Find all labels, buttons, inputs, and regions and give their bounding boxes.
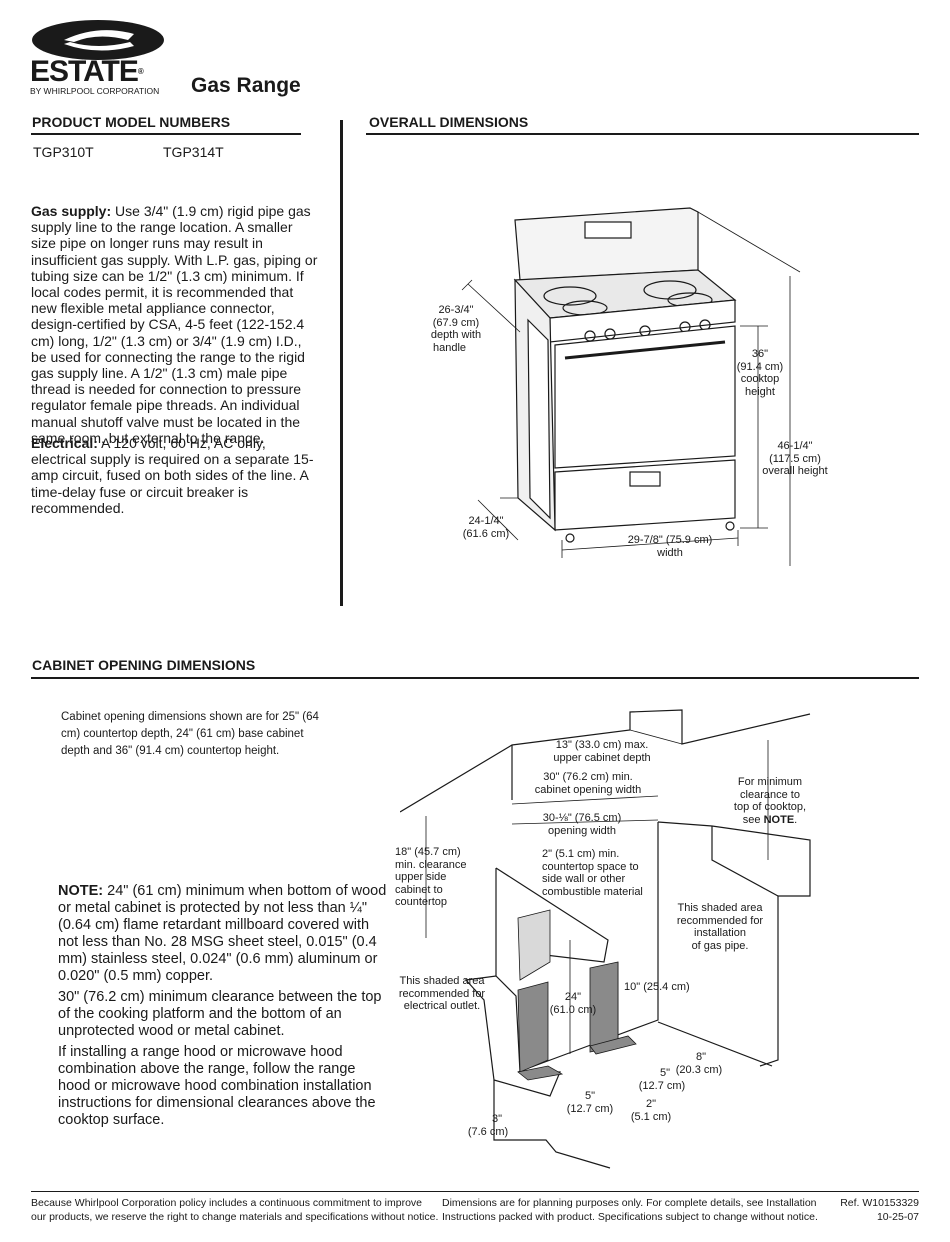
label-upper-depth: 13" (33.0 cm) max.upper cabinet depth [553,739,651,764]
label-5-depth-right: 5"(12.7 cm) [638,1067,686,1092]
label-overall-height: 46-1/4"(117.5 cm)overall height [762,440,828,477]
label-opening-min: 30" (76.2 cm) min.cabinet opening width [534,771,642,796]
label-24-height: 24"(61.0 cm) [549,991,597,1016]
model-number: TGP310T [33,144,94,160]
overall-rule [366,133,919,135]
range-drawing [461,207,801,566]
gas-supply-paragraph: Gas supply: Use 3/4" (1.9 cm) rigid pipe… [31,203,321,446]
brand-subtitle: BY WHIRLPOOL CORPORATION [30,86,160,96]
clearance-paragraph: 30" (76.2 cm) minimum clearance between … [58,989,382,1039]
label-2-depth: 2"(5.1 cm) [630,1098,672,1123]
overall-heading: OVERALL DIMENSIONS [369,114,529,130]
cabinet-rule [31,677,919,679]
footer-policy: Because Whirlpool Corporation policy inc… [31,1197,439,1223]
models-rule [31,133,301,135]
note-text: 24" (61 cm) minimum when bottom of wood … [58,883,387,984]
label-depth: 24-1/4"(61.6 cm) [462,515,510,540]
gas-supply-label: Gas supply: [31,203,112,219]
footer-rule [31,1191,919,1192]
cabinet-heading: CABINET OPENING DIMENSIONS [32,657,256,673]
note-label: NOTE: [58,883,104,899]
label-8-depth: 8"(20.3 cm) [675,1051,723,1076]
label-10-height: 10" (25.4 cm) [624,981,690,993]
column-divider [340,120,343,606]
footer-planning: Dimensions are for planning purposes onl… [442,1197,818,1223]
brand-wordmark: ESTATE® [30,55,144,88]
note-paragraph: NOTE: 24" (61 cm) minimum when bottom of… [58,883,388,985]
estate-logo [32,20,164,60]
label-width: 29-7/8" (75.9 cm)width [627,534,713,559]
models-heading: PRODUCT MODEL NUMBERS [32,114,231,130]
electrical-text: A 120 volt, 60 Hz, AC only, electrical s… [31,435,314,516]
hood-paragraph: If installing a range hood or microwave … [58,1044,376,1128]
electrical-label: Electrical: [31,435,98,451]
label-3-depth: 3"(7.6 cm) [467,1113,509,1138]
label-opening-width: 30-⅛" (76.5 cm)opening width [542,812,622,837]
electrical-paragraph: Electrical: A 120 volt, 60 Hz, AC only, … [31,435,321,516]
cabinet-intro: Cabinet opening dimensions shown are for… [61,711,319,757]
document-title: Gas Range [191,74,301,97]
gas-supply-text: Use 3/4" (1.9 cm) rigid pipe gas supply … [31,203,318,446]
label-5-depth-left: 5"(12.7 cm) [566,1090,614,1115]
model-number: TGP314T [163,144,224,160]
cabinet-drawing [400,709,811,1169]
